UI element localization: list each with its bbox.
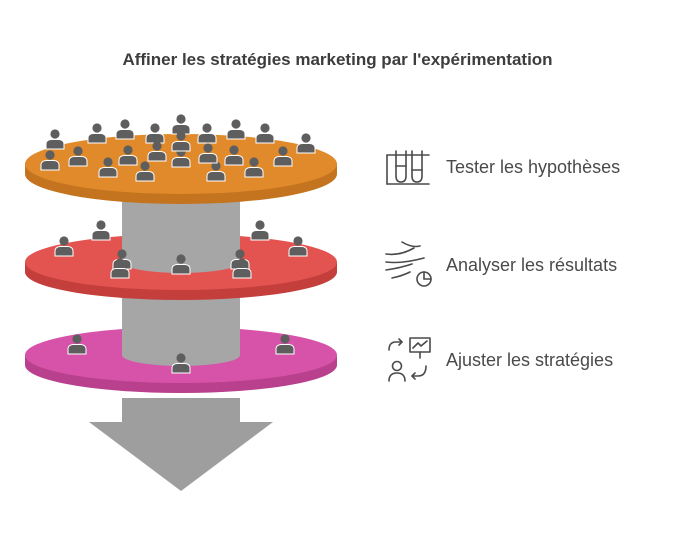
stage-label-ajuster: Ajuster les stratégies [446,350,614,370]
person-icon [171,113,191,135]
person-icon [197,122,217,144]
person-icon [87,122,107,144]
person-icon [45,128,65,150]
person-icon [296,132,316,154]
person-icon [145,122,165,144]
stage-label-analyser: Analyser les résultats [446,255,618,275]
person-icon [91,219,111,241]
test-tubes-icon [386,150,430,185]
analysis-wind-chart-icon [385,241,432,287]
person-icon [115,118,135,140]
person-icon [250,219,270,241]
stage-label-tester: Tester les hypothèses [446,157,621,177]
adjust-strategy-icon [388,337,431,382]
diagram-title: Affiner les stratégies marketing par l'e… [122,50,553,69]
person-icon [226,118,246,140]
person-icon [255,122,275,144]
down-arrow [89,398,273,491]
